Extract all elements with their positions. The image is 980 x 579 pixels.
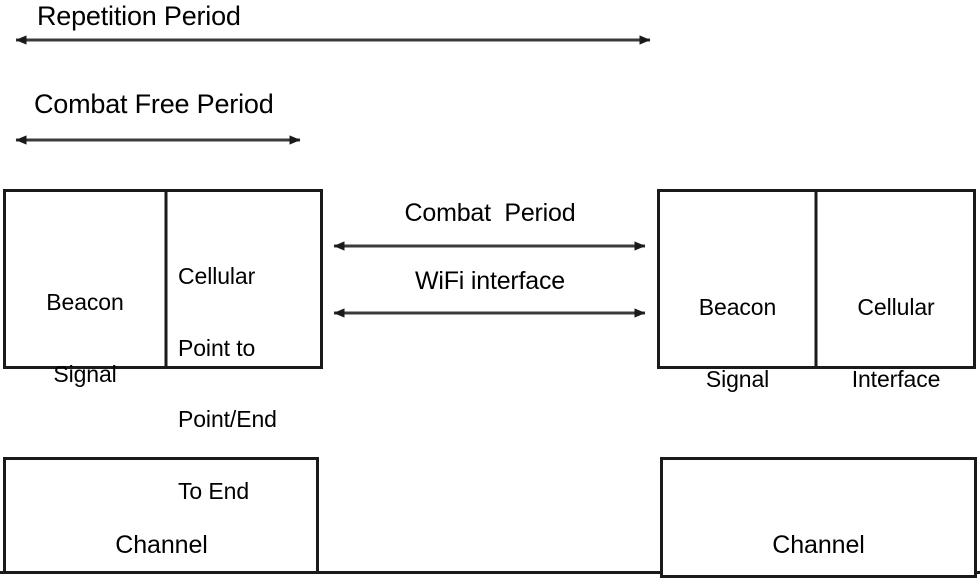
right-cellular-line1: Cellular — [857, 293, 935, 320]
combat-period-label: Combat Period — [404, 199, 576, 227]
channel-allocation-left-label: Channel Allocation — [6, 480, 317, 579]
left-frame-group — [3, 189, 323, 369]
right-frame-group — [657, 189, 976, 369]
left-beacon-signal-label: Beacon Signal — [6, 243, 164, 434]
right-beacon-signal-label: Beacon Signal — [660, 248, 815, 439]
channel-allocation-left-box — [3, 457, 319, 574]
left-beacon-signal-line2: Signal — [53, 360, 117, 387]
right-beacon-signal-line1: Beacon — [698, 293, 777, 320]
channel-allocation-left-line1: Channel — [115, 531, 208, 559]
left-beacon-signal-line1: Beacon — [46, 288, 124, 315]
left-cellular-line1: Cellular — [178, 262, 256, 289]
left-cellular-label: Cellular Point to Point/End To End — [178, 217, 322, 552]
left-cellular-line2: Point to — [178, 334, 256, 361]
left-cellular-line3: Point/End — [178, 406, 277, 433]
channel-allocation-right-line1: Channel — [772, 531, 865, 559]
channel-allocation-right-box — [660, 457, 977, 578]
right-cellular-interface-label: Cellular Interface — [818, 248, 974, 439]
repetition-period-label: Repetition Period — [37, 1, 241, 31]
combat-free-period-label: Combat Free Period — [34, 89, 274, 119]
right-cellular-line2: Interface — [851, 365, 941, 392]
wifi-interface-label: WiFi interface — [414, 267, 565, 295]
channel-allocation-right-label: Channel Allocation — [663, 480, 974, 579]
left-cellular-line4: To End — [178, 477, 250, 504]
right-beacon-signal-line2: Signal — [705, 365, 770, 392]
